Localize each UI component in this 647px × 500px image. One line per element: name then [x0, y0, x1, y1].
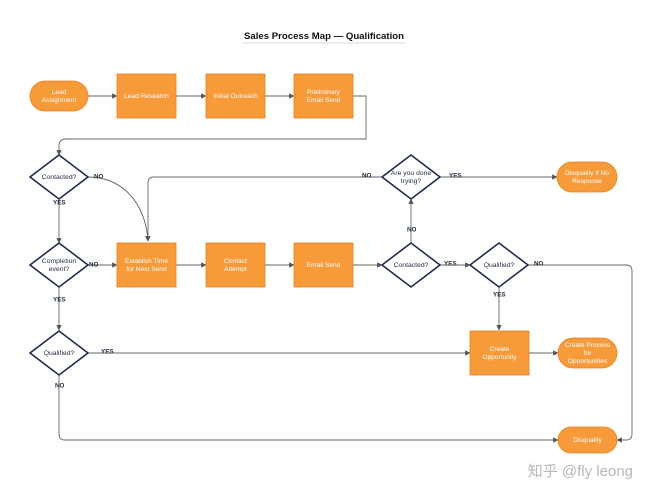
node-initial-outreach: Initial Outreach — [205, 73, 266, 119]
edge-qualified-right-no — [528, 264, 633, 443]
node-label-line: Opportunity — [482, 354, 517, 361]
node-lead-research: Lead Research — [116, 73, 177, 119]
node-label-line: Lead — [52, 89, 67, 96]
label-contacted-yes: YES — [53, 200, 66, 207]
decision-qualified-left: Qualified? — [28, 329, 90, 377]
label-done-no: NO — [362, 173, 372, 180]
node-label-line: Disqualify — [573, 437, 602, 444]
node-label-line: Response — [572, 178, 602, 185]
diagram-title: Sales Process Map — Qualification — [244, 31, 404, 42]
node-label-line: Attempt — [224, 266, 247, 273]
node-label-line: Contact — [224, 258, 247, 265]
edge-email-to-contacted — [56, 95, 367, 156]
decision-contacted-left: Contacted? — [28, 153, 90, 201]
svg-text:Qualified?: Qualified? — [44, 350, 75, 357]
node-label-line: trying? — [401, 178, 422, 185]
node-label-line: for — [584, 350, 592, 357]
node-label-line: Completion — [42, 258, 77, 265]
node-label-line: Preliminary — [307, 89, 341, 96]
node-label-line: for Next Send — [126, 266, 167, 273]
label-contacted-no: NO — [94, 174, 104, 181]
node-label-line: Initial Outreach — [213, 93, 258, 100]
label-completion-yes: YES — [53, 297, 66, 304]
label-contacted2-yes: YES — [444, 261, 457, 268]
label-qualified-right-no: NO — [534, 261, 544, 268]
node-label-line: Lead Research — [124, 93, 169, 100]
label-completion-no: NO — [89, 262, 99, 269]
watermark: 知乎 @fly leong — [528, 463, 633, 480]
node-label-line: Establish Time — [125, 258, 168, 265]
svg-text:Contacted?: Contacted? — [42, 174, 77, 181]
node-label-line: Email Send — [307, 262, 341, 269]
node-label-line: Create — [490, 346, 510, 353]
node-label-line: Disqualify if No — [565, 170, 609, 177]
edge-labels: NO YES NO YES NO YES NO YES NO YES YES N… — [53, 173, 544, 390]
edge-contacted-no — [87, 176, 151, 242]
node-disqualify: Disqualify — [557, 426, 618, 454]
svg-text:Email Send: Email Send — [307, 262, 341, 269]
svg-text:Contacted?: Contacted? — [394, 262, 429, 269]
node-label-line: Opportunities — [568, 358, 608, 365]
label-contacted2-no: NO — [407, 227, 417, 234]
node-label-line: Assignment — [42, 97, 77, 104]
edge-qualified-left-no — [58, 375, 559, 443]
node-label-line: event? — [49, 266, 70, 273]
label-qualified-left-no: NO — [55, 383, 65, 390]
label-qualified-right-yes: YES — [493, 292, 506, 299]
node-label-line: Contacted? — [394, 262, 429, 269]
node-email-send: Email Send — [293, 242, 354, 288]
svg-text:Initial Outreach: Initial Outreach — [213, 93, 258, 100]
label-done-yes: YES — [449, 173, 462, 180]
edge-done-no — [145, 176, 382, 242]
node-label-line: Contacted? — [42, 174, 77, 181]
decision-qualified-right: Qualified? — [468, 241, 530, 289]
svg-text:Disqualify: Disqualify — [573, 437, 602, 444]
node-label-line: Qualified? — [44, 350, 75, 357]
edges — [56, 93, 633, 443]
svg-text:Qualified?: Qualified? — [484, 262, 515, 269]
label-qualified-left-yes: YES — [101, 349, 114, 356]
decision-contacted-right: Contacted? — [380, 241, 442, 289]
node-label-line: Qualified? — [484, 262, 515, 269]
node-label-line: Are you done — [391, 170, 432, 177]
svg-text:Lead Research: Lead Research — [124, 93, 169, 100]
node-label-line: Email Send — [307, 97, 341, 104]
node-label-line: Create Process — [565, 342, 611, 349]
